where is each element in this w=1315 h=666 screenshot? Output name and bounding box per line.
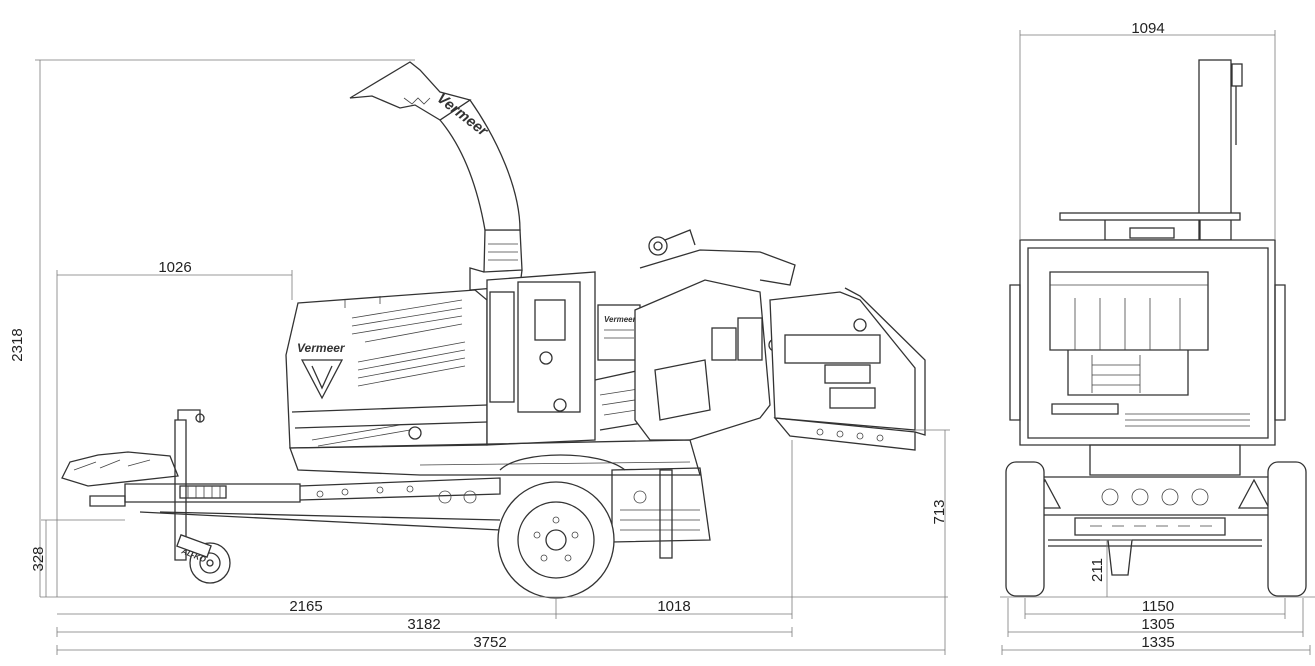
front-dimensions: 1094 211 1150 1305 1335: [1000, 20, 1315, 655]
front-tires: [1005, 461, 1307, 597]
engine-hood: Vermeer: [285, 289, 488, 449]
dim-hood-width: 1026: [158, 259, 191, 276]
dim-frame-width: 1305: [1141, 616, 1174, 633]
side-view: Vermeer Vermeer Vermeer: [61, 61, 926, 599]
dim-length-without-drawbar: 3182: [407, 616, 440, 633]
dim-ground-clearance: 211: [1089, 558, 1106, 582]
jack-stand: [174, 409, 231, 584]
front-chute: [1059, 59, 1243, 241]
dim-overall-length: 3752: [473, 634, 506, 651]
hood-brand-label: Vermeer: [297, 341, 346, 355]
dim-overall-width: 1335: [1141, 634, 1174, 651]
dim-track-width: 1150: [1142, 598, 1174, 615]
front-view: [1005, 59, 1307, 597]
discharge-chute: Vermeer: [349, 61, 523, 291]
dim-overall-height: 2318: [9, 328, 26, 361]
plate-brand-label: Vermeer: [604, 315, 637, 324]
dim-axle-to-rear: 1018: [657, 598, 690, 615]
dim-axle-to-front: 2165: [289, 598, 322, 615]
dim-table-width: 1094: [1131, 20, 1164, 37]
side-dimensions: 2318 1026 328 713 2165 1018 3182 3752: [9, 59, 950, 655]
dim-feed-height: 713: [931, 499, 948, 524]
front-hopper: [1009, 239, 1286, 446]
dim-drawbar-height: 328: [30, 546, 47, 571]
chassis: [289, 439, 711, 559]
control-section: Vermeer: [486, 271, 661, 446]
feed-hopper: [634, 229, 926, 451]
front-lower-frame: [1024, 444, 1276, 576]
drawbar: [61, 451, 501, 531]
side-wheel: [497, 481, 615, 599]
